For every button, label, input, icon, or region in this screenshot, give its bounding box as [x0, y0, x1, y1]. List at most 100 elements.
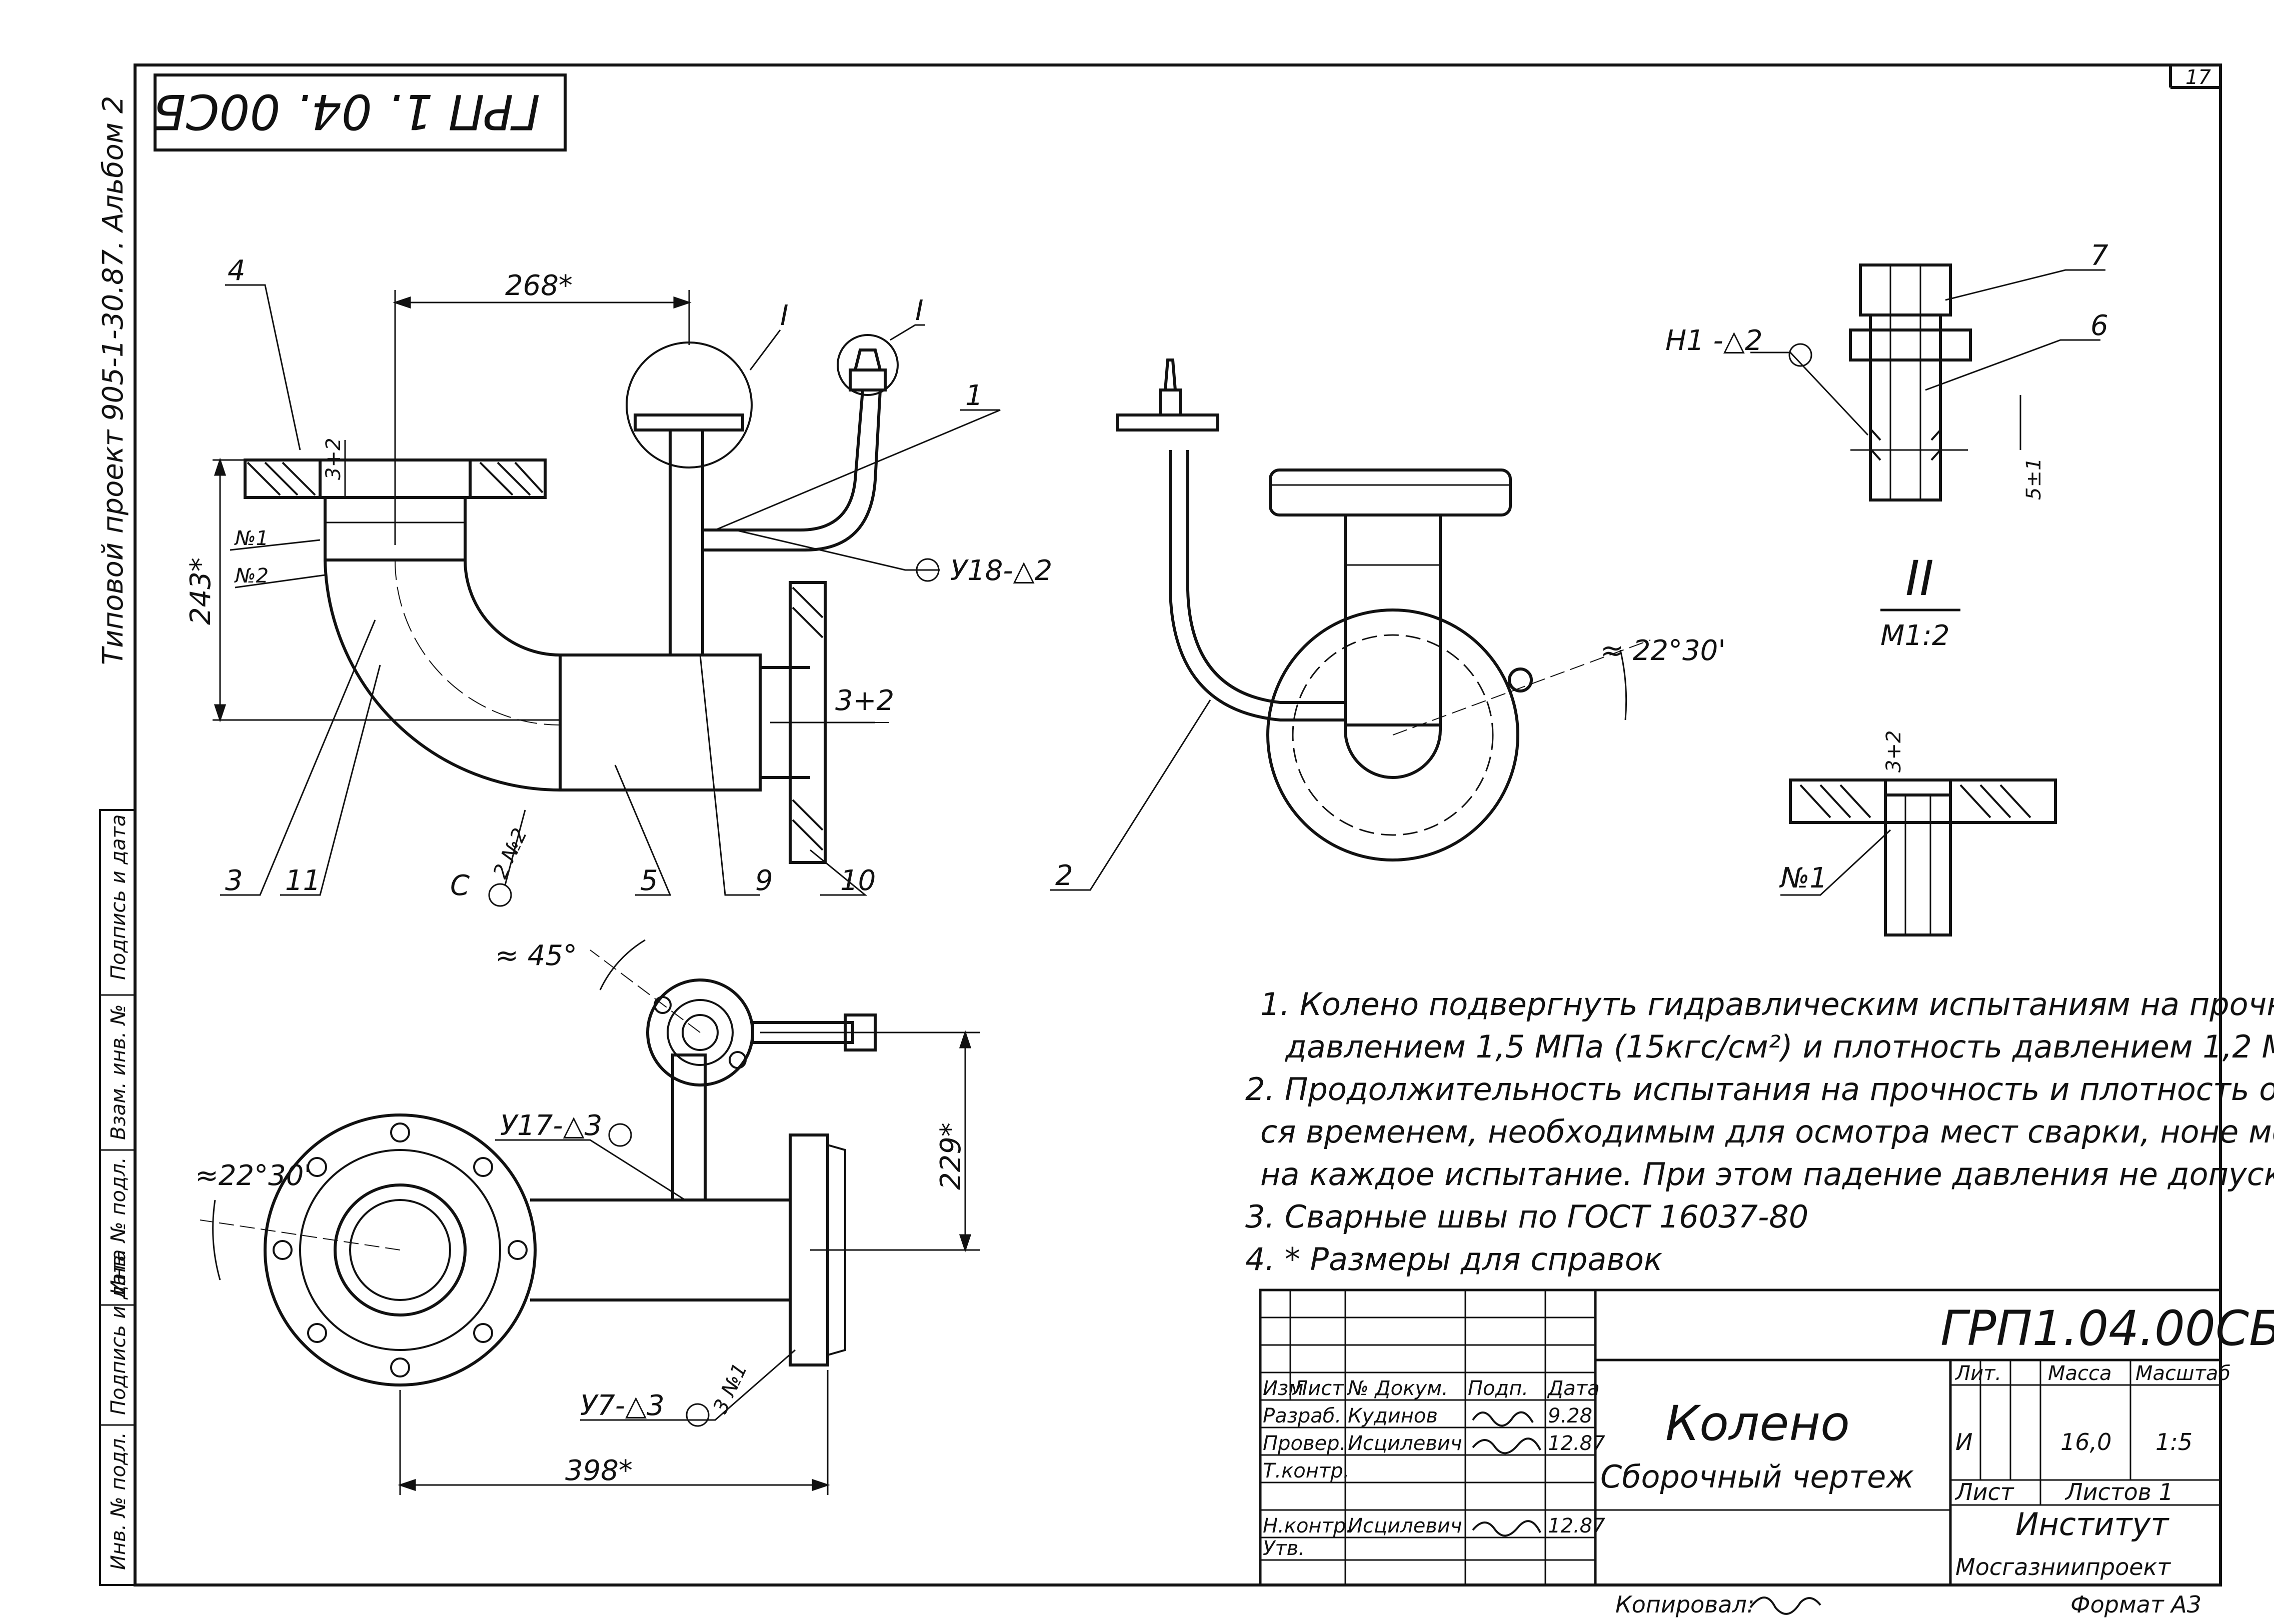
- svg-text:Изм: Изм: [1263, 1377, 1303, 1400]
- svg-text:Т.контр.: Т.контр.: [1263, 1460, 1349, 1482]
- dim-gap-1: 3+2: [322, 438, 345, 480]
- dim-top-width: 268*: [505, 270, 573, 302]
- svg-text:9: 9: [755, 864, 773, 897]
- svg-text:Подпись и дата: Подпись и дата: [107, 814, 130, 980]
- svg-text:7: 7: [2090, 240, 2108, 272]
- side-project-text: Типовой проект 905-1-30.87. Альбом 2: [97, 96, 130, 665]
- svg-text:Масса: Масса: [2048, 1362, 2112, 1385]
- copied-label: Копировал:: [1615, 1591, 1754, 1618]
- svg-text:Исцилевич: Исцилевич: [1348, 1514, 1462, 1538]
- svg-text:12.87: 12.87: [1548, 1514, 1605, 1538]
- weld-symbol: [1788, 343, 1812, 367]
- callout-2: 2: [1055, 860, 1073, 892]
- svg-text:1. Колено подвергнуть гидрав: 1. Колено подвергнуть гидравлическим исп…: [1260, 986, 2274, 1022]
- svg-text:2. Продолжительность испытания: 2. Продолжительность испытания на прочно…: [1245, 1071, 2274, 1108]
- svg-text:Взам. инв. №: Взам. инв. №: [107, 1004, 130, 1140]
- detail-i: [1849, 264, 1972, 502]
- weld-mark-u17: У17-△3: [500, 1110, 602, 1142]
- doc-subtitle: Сборочный чертеж: [1600, 1458, 1914, 1495]
- svg-text:давлением 1,5 МПа (15кгс/см²): давлением 1,5 МПа (15кгс/см²) и плотност…: [1285, 1028, 2274, 1065]
- detail-ii-leaders: [1780, 829, 1891, 896]
- doc-code: ГРП1.04.00СБ: [1940, 1300, 2274, 1356]
- weld-number-detail: №1: [1779, 862, 1827, 894]
- svg-text:Институт: Институт: [2015, 1506, 2169, 1542]
- svg-text:№ Докум.: № Докум.: [1347, 1377, 1448, 1400]
- detail-ii-name: II: [1905, 550, 1934, 606]
- svg-text:№2: №2: [234, 564, 269, 588]
- dim-angle-plan: ≈22°30': [195, 1160, 312, 1192]
- svg-text:И: И: [1955, 1428, 1972, 1456]
- svg-text:С: С: [450, 870, 470, 902]
- svg-text:Подпись и дата: Подпись и дата: [107, 1250, 130, 1415]
- copier-signature: [1749, 1596, 1821, 1615]
- front-view: [244, 334, 899, 864]
- svg-text:Масштаб: Масштаб: [2135, 1362, 2230, 1385]
- svg-text:Инв. № подл.: Инв. № подл.: [107, 1157, 130, 1295]
- svg-text:У18-△2: У18-△2: [950, 554, 1052, 587]
- svg-text:№1: №1: [234, 527, 269, 550]
- title-block: [1259, 1288, 2222, 1586]
- svg-text:Инв. № подл.: Инв. № подл.: [107, 1432, 130, 1570]
- svg-text:3. Сварные швы по ГОСТ 16037: 3. Сварные швы по ГОСТ 16037-80: [1245, 1198, 1808, 1235]
- svg-text:I: I: [915, 294, 924, 327]
- weld-symbol: [608, 1123, 632, 1147]
- weld-number-plan: 3 №1: [709, 1360, 752, 1417]
- weld-symbol: [686, 1403, 710, 1427]
- svg-text:Исцилевич: Исцилевич: [1348, 1432, 1462, 1455]
- detail-i-text: 7 6 Н1 -△2 5±1: [1665, 240, 2108, 500]
- svg-text:I: I: [780, 300, 789, 332]
- weld-mark-u7: У7-△3: [580, 1390, 665, 1422]
- side-stamp-fields: Подпись и дата Взам. инв. № Инв. № подл.…: [107, 814, 130, 1570]
- title-block-text: ГРП1.04.00СБ Колено Сборочный чертеж Изм…: [1263, 1300, 2274, 1580]
- svg-text:5±1: 5±1: [2022, 458, 2045, 500]
- signatures: [1472, 1411, 1541, 1537]
- svg-text:Подп.: Подп.: [1468, 1377, 1528, 1400]
- dim-gap-2: 3+2: [835, 684, 894, 717]
- front-view-dimensions: [213, 290, 875, 724]
- svg-text:Н1 -△2: Н1 -△2: [1665, 324, 1762, 357]
- svg-text:Кудинов: Кудинов: [1348, 1404, 1438, 1428]
- svg-text:Н.контр.: Н.контр.: [1263, 1514, 1352, 1538]
- svg-text:Разраб.: Разраб.: [1263, 1404, 1341, 1428]
- dim-detail-gap: 3+2: [1882, 730, 1905, 772]
- format-label: Формат А3: [2070, 1591, 2201, 1618]
- svg-text:9.28: 9.28: [1548, 1404, 1592, 1428]
- detail-ii: [1789, 778, 2057, 936]
- svg-text:Лист: Лист: [1954, 1478, 2014, 1506]
- svg-text:3: 3: [225, 864, 243, 897]
- side-view: [1116, 358, 1651, 862]
- bolt-hole: [1508, 668, 1533, 692]
- svg-text:5: 5: [640, 864, 658, 897]
- svg-text:Лит.: Лит.: [1954, 1362, 2001, 1385]
- svg-text:ГРП 1. 04. 00СБ: ГРП 1. 04. 00СБ: [153, 84, 540, 140]
- sheet-frame: [99, 64, 2222, 1586]
- weld-symbol: [488, 883, 512, 907]
- front-view-leaders: [220, 284, 1001, 896]
- svg-text:Мосгазниипроект: Мосгазниипроект: [1955, 1554, 2171, 1580]
- top-stamp: ГРП 1. 04. 00СБ: [153, 74, 567, 152]
- dim-angle-side: ≈ 22°30': [1600, 634, 1726, 667]
- svg-text:1:5: 1:5: [2155, 1428, 2192, 1456]
- svg-text:12.87: 12.87: [1548, 1432, 1605, 1455]
- svg-text:10: 10: [840, 864, 876, 897]
- svg-text:Провер.: Провер.: [1263, 1432, 1346, 1455]
- svg-text:4: 4: [228, 254, 246, 287]
- svg-text:Лист: Лист: [1292, 1377, 1344, 1400]
- dim-angle-45: ≈ 45°: [495, 940, 577, 972]
- doc-name: Колено: [1665, 1396, 1850, 1452]
- svg-text:ся временем, необходимым для о: ся временем, необходимым для осмотра мес…: [1260, 1114, 2274, 1150]
- technical-notes: 1. Колено подвергнуть гидравлическим исп…: [1245, 986, 2274, 1278]
- side-view-leaders: [1050, 700, 1211, 891]
- sheet-number: 17: [2185, 66, 2211, 89]
- svg-text:6: 6: [2090, 310, 2108, 342]
- svg-text:1: 1: [965, 380, 983, 412]
- dim-height-plan: 229*: [935, 1122, 967, 1190]
- svg-text:Утв.: Утв.: [1263, 1537, 1305, 1560]
- weld-symbol: [916, 558, 940, 582]
- svg-text:16,0: 16,0: [2060, 1428, 2111, 1456]
- svg-text:4. * Размеры для справок: 4. * Размеры для справок: [1245, 1241, 1663, 1278]
- svg-text:на каждое испытание. При этом: на каждое испытание. При этом падение да…: [1260, 1156, 2274, 1192]
- svg-text:Дата: Дата: [1547, 1377, 1600, 1400]
- plan-view-leaders: [495, 1139, 796, 1421]
